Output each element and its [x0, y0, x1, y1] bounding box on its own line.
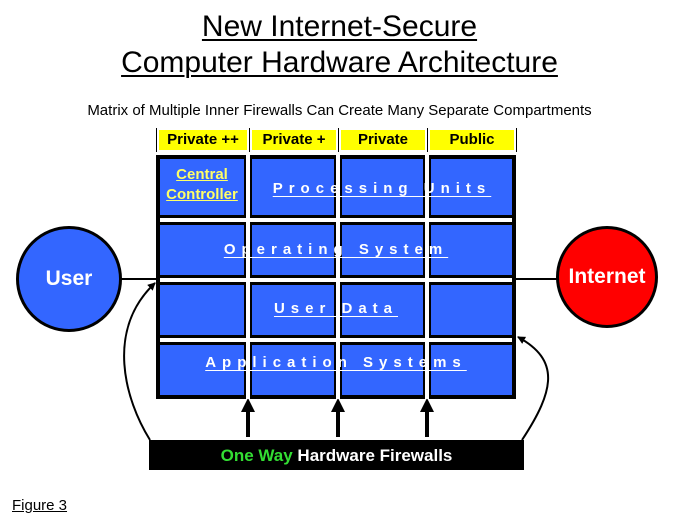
- inner-firewall-vertical: [425, 155, 429, 399]
- cell: [342, 159, 423, 215]
- left-firewall-arrow: [123, 282, 156, 441]
- zone-label-private: Private: [341, 130, 425, 150]
- compartment-matrix: Central Controller Processing Units Oper…: [156, 155, 516, 399]
- cell: [431, 345, 512, 395]
- arrowhead-1: [241, 398, 255, 412]
- cell: [342, 225, 423, 275]
- zone-label-public: Public: [430, 130, 514, 150]
- zone-divider: [249, 128, 250, 152]
- arrowhead-3: [420, 398, 434, 412]
- one-way-firewalls-banner: One Way Hardware Firewalls: [149, 440, 524, 470]
- zone-divider: [338, 128, 339, 152]
- zone-label-private-plus-plus: Private ++: [159, 130, 247, 150]
- cell: [252, 225, 334, 275]
- one-way-highlight: One Way: [220, 446, 293, 465]
- inner-firewall-horizontal: [160, 218, 512, 222]
- cell: [252, 159, 334, 215]
- row-label-operating-system: Operating System: [223, 241, 449, 258]
- row-label-application-systems: Application Systems: [205, 354, 467, 371]
- cell: [431, 285, 512, 335]
- inner-firewall-horizontal: [160, 278, 512, 282]
- subtitle: Matrix of Multiple Inner Firewalls Can C…: [87, 102, 592, 119]
- zone-label-private-plus: Private +: [252, 130, 336, 150]
- cell: [160, 159, 244, 215]
- cell: [431, 159, 512, 215]
- arrowhead-2: [331, 398, 345, 412]
- zone-divider: [516, 128, 517, 152]
- internet-node-label: Internet: [568, 265, 646, 288]
- title-line-2: Computer Hardware Architecture: [121, 46, 558, 79]
- inner-firewall-horizontal: [160, 338, 512, 342]
- cell: [252, 345, 334, 395]
- inner-firewall-vertical: [336, 155, 340, 399]
- cell: [431, 225, 512, 275]
- right-firewall-arrow: [517, 336, 550, 441]
- central-controller-label: Central Controller: [166, 166, 238, 203]
- cell: [252, 285, 334, 335]
- figure-label: Figure 3: [12, 497, 68, 514]
- zone-divider: [427, 128, 428, 152]
- cell: [342, 345, 423, 395]
- internet-node: Internet: [556, 226, 658, 328]
- cell: [160, 225, 244, 275]
- user-node-label: User: [45, 267, 93, 290]
- title-line-1: New Internet-Secure: [201, 10, 478, 43]
- user-node: User: [16, 226, 122, 332]
- cell: [342, 285, 423, 335]
- row-label-user-data: User Data: [273, 300, 399, 317]
- cell: [160, 285, 244, 335]
- cell: [160, 345, 244, 395]
- row-label-processing-units: Processing Units: [272, 180, 492, 197]
- hardware-firewalls-text: Hardware Firewalls: [292, 446, 453, 465]
- inner-firewall-vertical: [246, 155, 250, 399]
- zone-divider: [156, 128, 157, 152]
